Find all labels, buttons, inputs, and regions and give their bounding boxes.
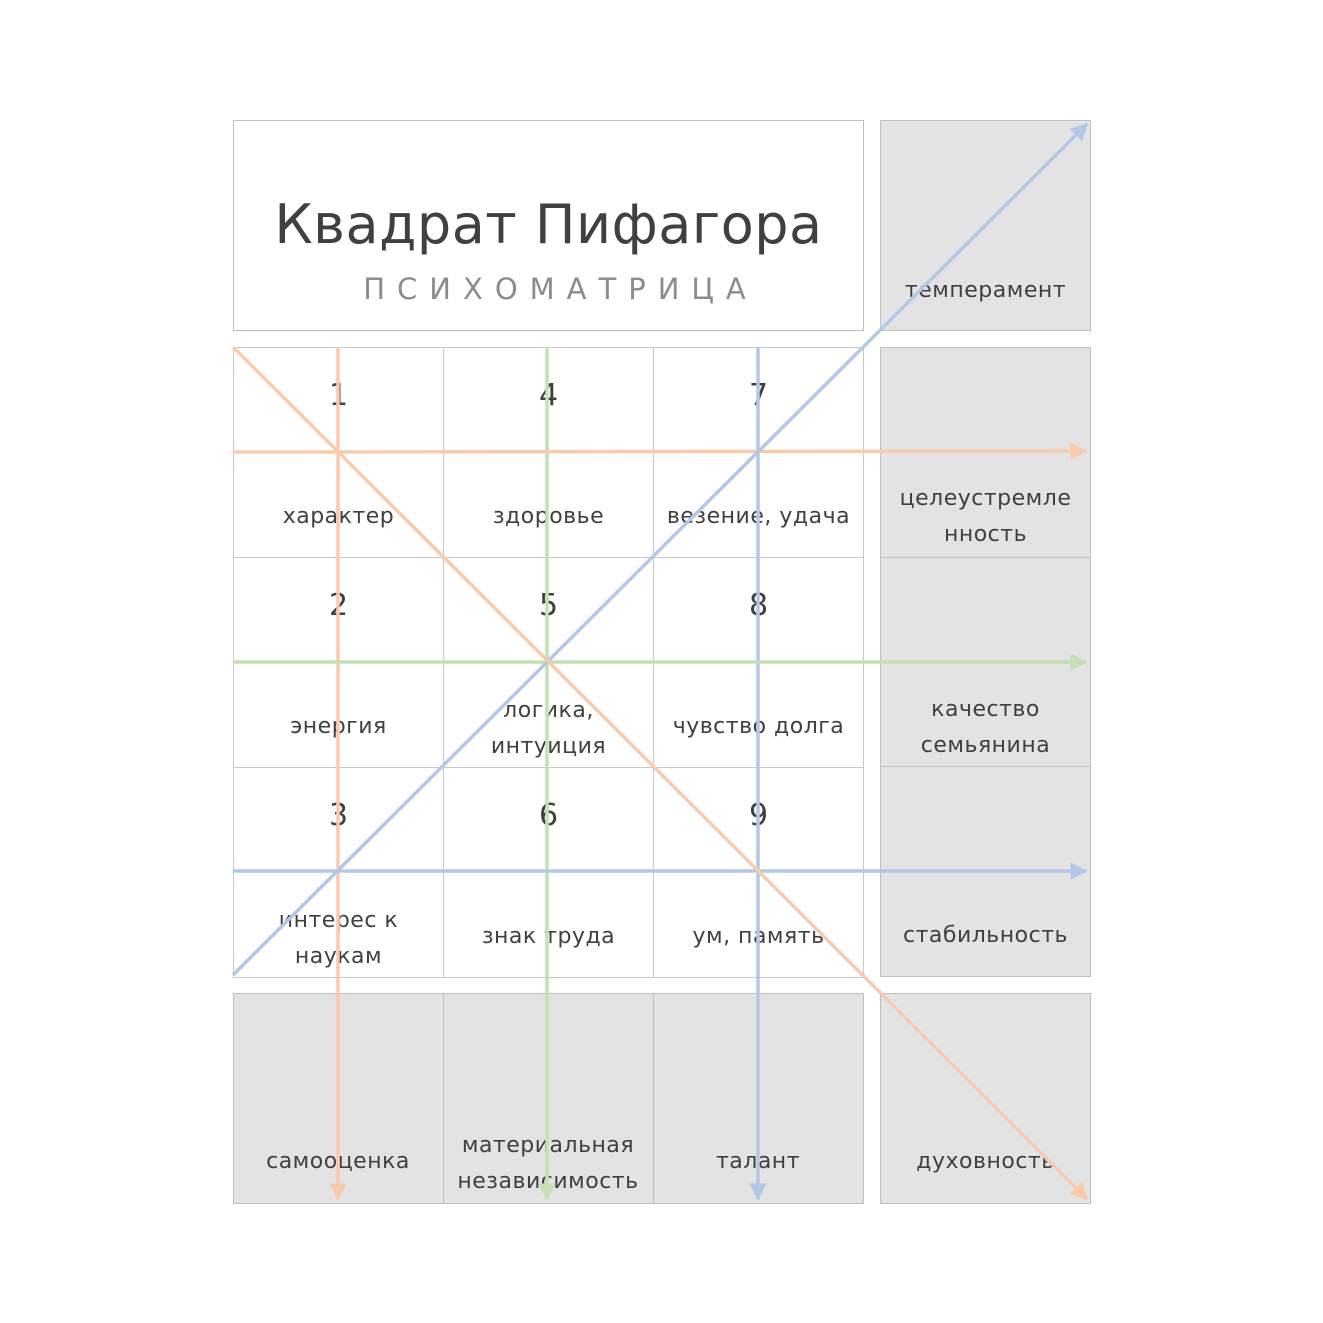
cell-label: знак труда <box>481 924 616 949</box>
column-label-independence: материальная независимость <box>457 1133 639 1194</box>
page-title: Квадрат Пифагора <box>274 193 823 256</box>
temperament-box: темперамент <box>880 120 1091 331</box>
cell-label: логика, интуиция <box>490 698 607 759</box>
cell-number: 6 <box>538 798 559 833</box>
cell-number: 3 <box>328 798 349 833</box>
cell-label: ум, память <box>692 924 825 949</box>
cell-number: 4 <box>538 378 559 413</box>
page-subtitle: ПСИХОМАТРИЦА <box>363 272 758 306</box>
matrix-cell-6: 6 знак труда <box>443 767 654 978</box>
cell-label: везение, удача <box>666 504 851 529</box>
row-label-stability: стабильность <box>902 923 1068 948</box>
column-label-talent: талант <box>715 1149 801 1174</box>
temperament-label: темперамент <box>904 278 1067 303</box>
matrix-cell-5: 5 логика, интуиция <box>443 557 654 768</box>
row-divider <box>880 557 1091 558</box>
matrix-cell-4: 4 здоровье <box>443 347 654 558</box>
matrix-cell-8: 8 чувство долга <box>653 557 864 768</box>
cell-number: 9 <box>748 798 769 833</box>
cell-label: энергия <box>290 714 387 739</box>
row-label-purposefulness: целеустремле нность <box>899 486 1072 547</box>
spirituality-label: духовность <box>916 1149 1055 1174</box>
cell-number: 8 <box>748 588 769 623</box>
row-divider <box>880 766 1091 767</box>
cell-number: 7 <box>748 378 769 413</box>
cell-label: чувство долга <box>672 714 845 739</box>
matrix-cell-7: 7 везение, удача <box>653 347 864 558</box>
row-result-box <box>880 347 1091 977</box>
column-label-self-esteem: самооценка <box>266 1149 410 1174</box>
cell-number: 1 <box>328 378 349 413</box>
cell-label: характер <box>282 504 395 529</box>
row-label-family: качество семьянина <box>920 697 1051 758</box>
matrix-cell-1: 1 характер <box>233 347 444 558</box>
matrix-cell-2: 2 энергия <box>233 557 444 768</box>
cell-label: здоровье <box>492 504 605 529</box>
cell-label: интерес к наукам <box>278 908 399 969</box>
matrix-cell-9: 9 ум, память <box>653 767 864 978</box>
cell-number: 2 <box>328 588 349 623</box>
matrix-cell-3: 3 интерес к наукам <box>233 767 444 978</box>
spirituality-box: духовность <box>880 993 1091 1204</box>
cell-number: 5 <box>538 588 559 623</box>
